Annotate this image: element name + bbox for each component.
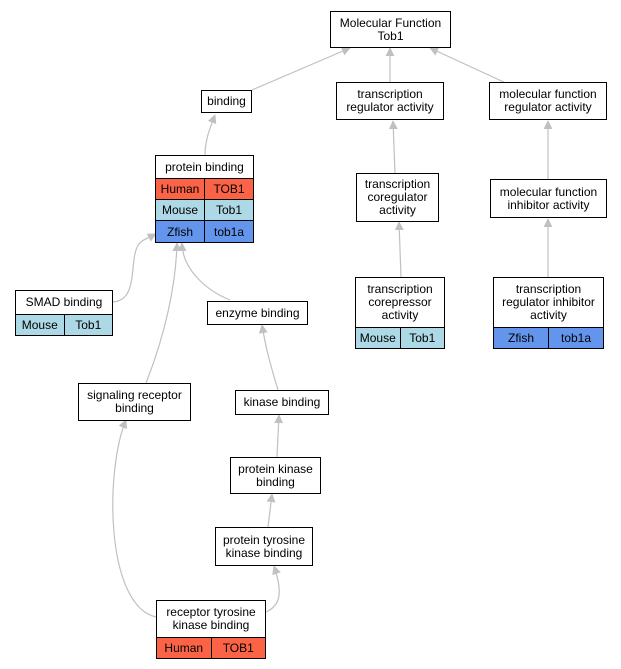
edge-smad-to-protein-binding	[112, 233, 157, 303]
species-row-zfish: Zfish tob1a	[156, 220, 253, 242]
species-label: Human	[156, 179, 204, 199]
edge-receptor-to-signaling	[112, 419, 157, 618]
node-label: binding	[207, 94, 246, 108]
node-molecular-function-regulator-activity[interactable]: molecular function regulator activity	[489, 82, 607, 120]
edge-tyrosine-to-protein-kinase	[266, 493, 276, 528]
node-label: enzyme binding	[215, 305, 300, 320]
edge-mf-regulator-to-root	[429, 47, 509, 85]
edge-signaling-to-protein-binding	[145, 242, 182, 384]
species-label: Zfish	[494, 328, 548, 348]
node-label: molecular function inhibitor activity	[499, 184, 598, 212]
species-label: Human	[157, 638, 211, 658]
node-protein-kinase-binding[interactable]: protein kinase binding	[230, 457, 321, 494]
node-label: transcription coregulator activity	[364, 177, 431, 217]
species-row-human: Human TOB1	[156, 178, 253, 199]
edge-receptor-to-tyrosine	[265, 565, 281, 613]
species-label: Mouse	[156, 200, 204, 220]
node-signaling-receptor-binding[interactable]: signaling receptor binding	[78, 383, 191, 421]
edge-protein-kinase-to-kinase	[274, 414, 284, 458]
node-molecular-function-tob1[interactable]: Molecular Function Tob1	[330, 11, 451, 48]
node-label: transcription regulator activity	[346, 87, 434, 114]
node-label: transcription regulator inhibitor activi…	[502, 282, 595, 322]
gene-label: Tob1	[204, 200, 253, 220]
node-label: protein binding	[165, 159, 244, 174]
node-label: transcription corepressor activity	[367, 282, 433, 322]
species-row-human: Human TOB1	[157, 637, 265, 658]
gene-label: tob1a	[548, 328, 603, 348]
node-smad-binding[interactable]: SMAD binding Mouse Tob1	[15, 290, 113, 336]
node-transcription-regulator-inhibitor-activity[interactable]: transcription regulator inhibitor activi…	[493, 277, 604, 349]
node-binding[interactable]: binding	[201, 90, 252, 113]
edge-protein-binding-to-binding	[204, 114, 217, 156]
edge-binding-to-root	[251, 47, 351, 91]
edge-coregulator-to-transcription-regulator	[388, 120, 398, 174]
node-protein-tyrosine-kinase-binding[interactable]: protein tyrosine kinase binding	[215, 527, 313, 566]
gene-label: TOB1	[204, 179, 253, 199]
node-label: protein kinase binding	[238, 461, 313, 489]
node-receptor-tyrosine-kinase-binding[interactable]: receptor tyrosine kinase binding Human T…	[156, 600, 266, 659]
edge-enzyme-to-protein-binding	[177, 242, 231, 301]
node-kinase-binding[interactable]: kinase binding	[235, 390, 329, 415]
species-row-zfish: Zfish tob1a	[494, 327, 603, 348]
edge-corepressor-to-coregulator	[394, 221, 404, 278]
node-transcription-coregulator-activity[interactable]: transcription coregulator activity	[356, 173, 439, 222]
node-molecular-function-inhibitor-activity[interactable]: molecular function inhibitor activity	[490, 179, 607, 218]
gene-label: Tob1	[63, 315, 112, 335]
node-transcription-regulator-activity[interactable]: transcription regulator activity	[336, 82, 444, 120]
node-label: SMAD binding	[25, 295, 103, 309]
edge-kinase-to-enzyme	[258, 324, 279, 391]
node-label: kinase binding	[243, 395, 321, 409]
species-label: Mouse	[356, 328, 400, 348]
gene-label: Tob1	[399, 328, 444, 348]
node-label: Molecular Function Tob1	[339, 15, 442, 43]
node-enzyme-binding[interactable]: enzyme binding	[207, 301, 308, 325]
node-label: signaling receptor binding	[87, 388, 182, 415]
species-label: Mouse	[16, 315, 64, 335]
species-row-mouse: Mouse Tob1	[16, 314, 112, 335]
node-label: receptor tyrosine kinase binding	[166, 605, 256, 632]
species-row-mouse: Mouse Tob1	[356, 327, 444, 348]
node-protein-binding[interactable]: protein binding Human TOB1 Mouse Tob1 Zf…	[155, 155, 254, 243]
node-transcription-corepressor-activity[interactable]: transcription corepressor activity Mouse…	[355, 277, 445, 349]
species-row-mouse: Mouse Tob1	[156, 199, 253, 220]
species-label: Zfish	[156, 221, 204, 242]
node-label: protein tyrosine kinase binding	[222, 532, 306, 560]
gene-label: TOB1	[210, 638, 265, 658]
node-label: molecular function regulator activity	[499, 87, 597, 114]
gene-label: tob1a	[204, 221, 253, 242]
